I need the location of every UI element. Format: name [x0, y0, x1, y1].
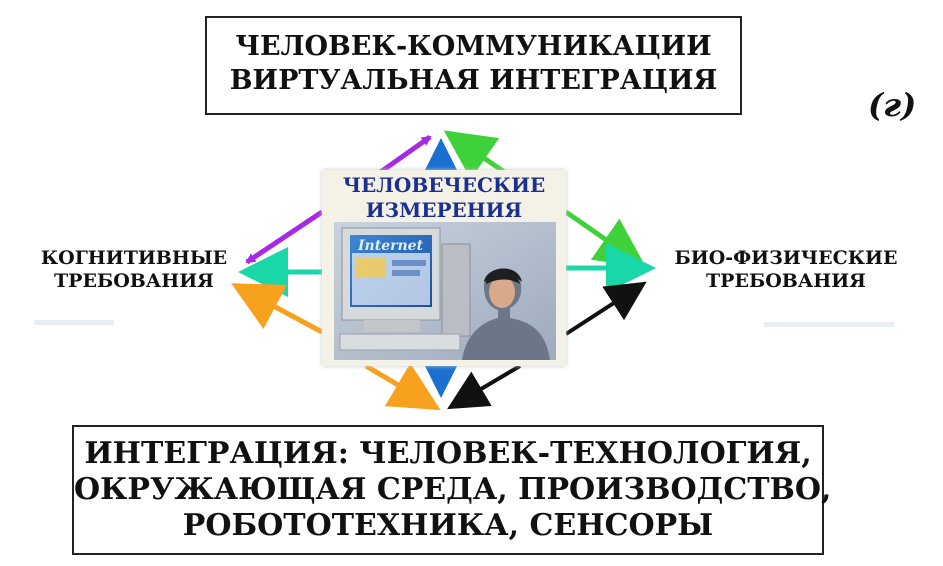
left-label: КОГНИТИВНЫЕ ТРЕБОВАНИЯ — [28, 247, 240, 293]
person-figure — [462, 268, 550, 360]
arrow-black-to-right — [564, 281, 647, 336]
bottom-box-line-3: РОБОТОТЕХНИКА, СЕНСОРЫ — [182, 508, 714, 543]
top-box: ЧЕЛОВЕК-КОММУНИКАЦИИ ВИРТУАЛЬНАЯ ИНТЕГРА… — [205, 16, 742, 115]
monitor-screen-text: Internet — [357, 238, 424, 254]
bottom-box-line-2: ОКРУЖАЮЩАЯ СРЕДА, ПРОИЗВОДСТВО, — [74, 472, 832, 507]
bottom-box: ИНТЕГРАЦИЯ: ЧЕЛОВЕК-ТЕХНОЛОГИЯ, ОКРУЖАЮЩ… — [72, 425, 832, 555]
arrow-black-to-bottom — [447, 364, 522, 410]
decorative-dash-left — [34, 320, 114, 325]
bottom-box-line-1: ИНТЕГРАЦИЯ: ЧЕЛОВЕК-ТЕХНОЛОГИЯ, — [84, 436, 812, 471]
center-panel-title-line-1: ЧЕЛОВЕЧЕСКИЕ — [342, 173, 546, 197]
top-box-line-2: ВИРТУАЛЬНАЯ ИНТЕГРАЦИЯ — [229, 65, 718, 96]
computer-user-illustration: Internet — [334, 222, 556, 360]
right-label-line-2: ТРЕБОВАНИЯ — [706, 270, 866, 292]
arrow-purple-to-left — [245, 209, 324, 265]
left-label-line-1: КОГНИТИВНЫЕ — [40, 247, 228, 269]
right-label-line-1: БИО-ФИЗИЧЕСКИЕ — [674, 247, 898, 269]
arrow-orange-to-left — [231, 283, 324, 335]
right-label: БИО-ФИЗИЧЕСКИЕ ТРЕБОВАНИЯ — [660, 247, 912, 293]
center-panel-title: ЧЕЛОВЕЧЕСКИЕ ИЗМЕРЕНИЯ — [322, 173, 566, 223]
left-label-line-2: ТРЕБОВАНИЯ — [54, 270, 214, 292]
decorative-dash-right — [764, 322, 894, 327]
arrow-green-to-right — [564, 209, 647, 268]
center-photo-panel: Internet — [322, 170, 566, 366]
corner-label: (г) — [868, 86, 917, 124]
center-panel-title-line-2: ИЗМЕРЕНИЯ — [365, 198, 523, 222]
top-box-line-1: ЧЕЛОВЕК-КОММУНИКАЦИИ — [235, 31, 712, 62]
arrow-orange-to-bottom — [364, 363, 441, 411]
